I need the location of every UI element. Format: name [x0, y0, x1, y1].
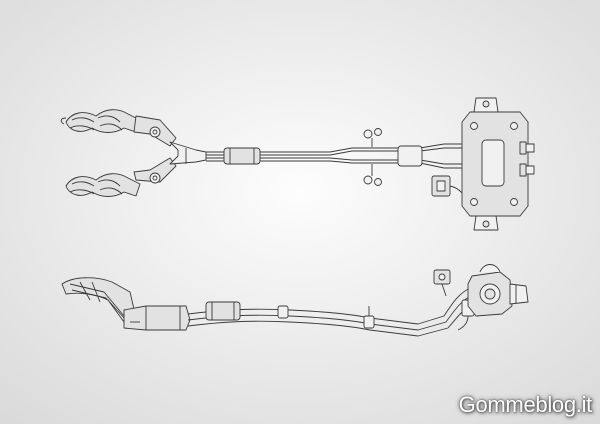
- mid-pipes-top: [206, 147, 372, 164]
- center-resonator-top: [223, 147, 261, 165]
- side-view-exhaust-system: [61, 264, 529, 337]
- lower-exhaust-manifold: [65, 173, 141, 197]
- top-view-exhaust-system: [60, 97, 535, 231]
- tailpipe-tips-top: [519, 141, 535, 177]
- side-pipe-clamps: [277, 305, 375, 329]
- side-tailpipe-tip: [509, 283, 529, 305]
- pipe-hangers-top: [363, 128, 382, 186]
- y-pipe-junction: [169, 141, 207, 165]
- side-exhaust-manifold: [61, 277, 137, 323]
- side-rear-muffler: [467, 264, 513, 317]
- side-resonator: [205, 301, 241, 321]
- side-catalytic-converter: [123, 305, 191, 331]
- watermark-text: Gommeblog.it: [458, 392, 593, 417]
- lower-catalytic-converter: [133, 157, 177, 184]
- upper-catalytic-converter: [133, 115, 177, 147]
- rear-muffler: [444, 97, 529, 231]
